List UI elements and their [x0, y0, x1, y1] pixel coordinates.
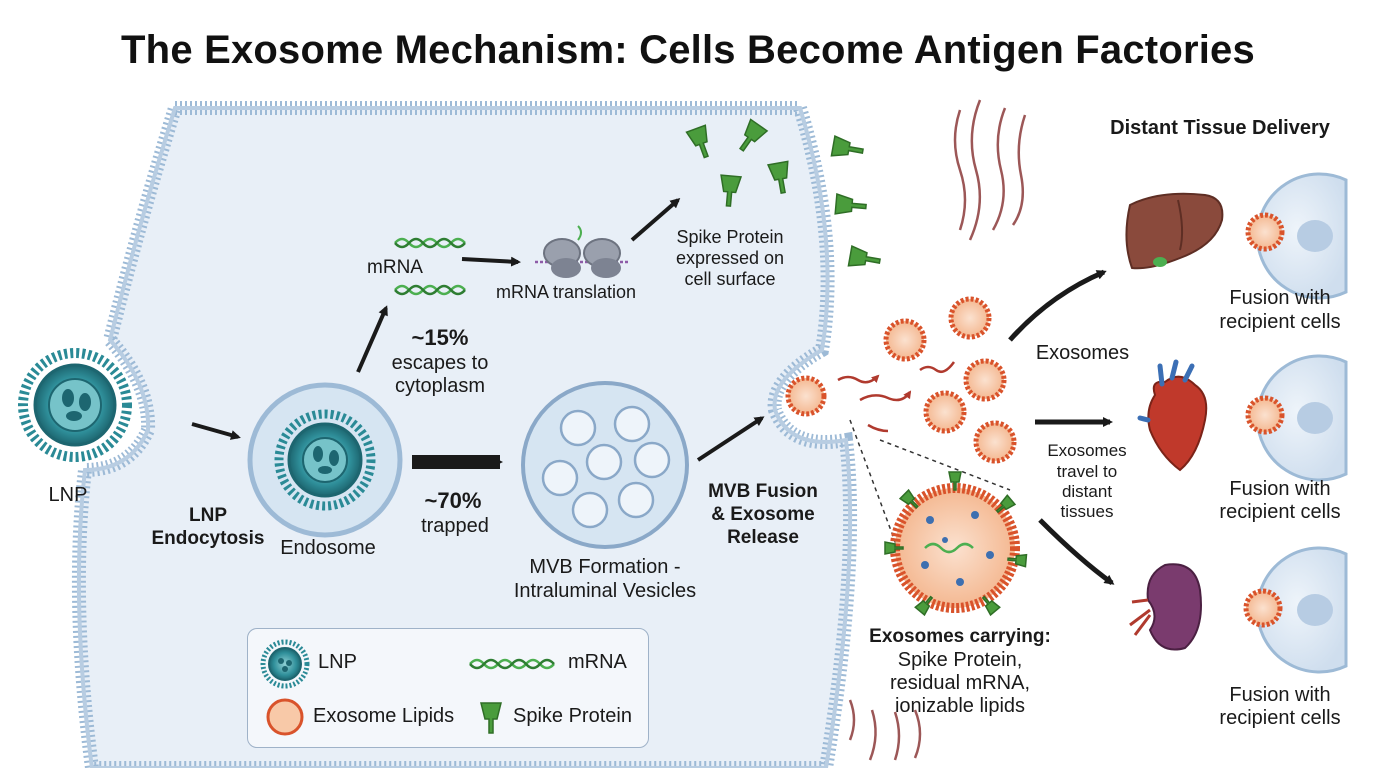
fusion-recipient-heart-line1: Fusion with — [1229, 478, 1331, 500]
fusion-label-line2: & Exosome — [711, 504, 815, 525]
mrna-label: mRNA — [367, 257, 423, 278]
fusion-recipient-kidney-line2: recipient cells — [1219, 707, 1341, 729]
spike-label-line2: expressed on — [675, 248, 785, 268]
legend-spike-protein-label: Spike Protein — [513, 705, 632, 727]
exosomes-label: Exosomes — [1035, 342, 1130, 364]
kidney-icon — [1129, 563, 1202, 651]
recipient-cells — [1243, 172, 1348, 674]
spike-proteins-surface — [830, 134, 881, 267]
spike-label-line1: Spike Protein — [676, 227, 784, 247]
legend-lnp-label: LNP — [318, 651, 357, 673]
spike-proteins-cytoplasm — [685, 118, 789, 207]
carrying-label-line3: residual mRNA, — [889, 672, 1031, 694]
fusion-recipient-heart-line2: recipient cells — [1219, 501, 1341, 523]
fusion-recipient-kidney-line1: Fusion with — [1229, 684, 1331, 706]
legend: LNP mRNA Exosome Lipids Spike Protein — [247, 628, 649, 748]
fusion-recipient-liver-line1: Fusion with — [1229, 287, 1331, 309]
legend-exosome-lipids-icon — [266, 698, 304, 736]
escape-percent: ~15% — [411, 325, 469, 350]
process-arrows — [191, 198, 1115, 586]
legend-mrna-label: mRNA — [568, 651, 627, 673]
mrna-strands — [394, 237, 466, 296]
mvb — [521, 381, 689, 549]
page-title: The Exosome Mechanism: Cells Become Anti… — [121, 28, 1255, 72]
trapped-percent: ~70% — [424, 488, 482, 513]
lnp-particle — [18, 348, 132, 462]
travel-label-line4: tissues — [1060, 502, 1114, 521]
legend-icons — [260, 639, 555, 736]
legend-exosome-lipids-label: Exosome Lipids — [313, 705, 455, 727]
escape-label-line1: escapes to — [391, 352, 489, 374]
travel-label-line1: Exosomes — [1047, 441, 1127, 460]
lnp-endocytosis-label-line1: LNP — [189, 505, 227, 526]
flow-arrows — [837, 361, 956, 433]
fusion-label-line3: Release — [727, 527, 799, 548]
distant-delivery-header: Distant Tissue Delivery — [1110, 117, 1330, 139]
released-exosomes — [883, 296, 1017, 464]
fusion-label-line1: MVB Fusion — [708, 481, 818, 502]
lnp-label: LNP — [48, 484, 88, 506]
carrying-label-line4: ionizable lipids — [894, 695, 1026, 717]
travel-label-line2: travel to — [1056, 462, 1118, 481]
lnp-endocytosis-label-line2: Endocytosis — [151, 528, 265, 549]
mvb-label-line1: MVB Formation - — [529, 556, 681, 578]
heart-icon — [1137, 359, 1208, 472]
ribosomes — [535, 225, 628, 278]
carrying-label-line2: Spike Protein, — [897, 649, 1023, 671]
spike-label-line3: cell surface — [684, 269, 776, 289]
carrying-label-line1: Exosomes carrying: — [869, 626, 1051, 647]
exosome-detail — [849, 419, 1028, 617]
mrna-translation-label: mRNA translation — [495, 282, 637, 302]
endosome — [247, 382, 403, 538]
mvb-label-line2: Intraluminal Vesicles — [513, 580, 697, 602]
legend-lnp-icon — [260, 639, 310, 689]
exosome-release-pocket — [785, 375, 827, 417]
liver-icon — [1125, 192, 1224, 270]
blood-vessels — [848, 99, 1027, 761]
escape-label-line2: cytoplasm — [394, 375, 486, 397]
legend-mrna-icon — [469, 658, 555, 670]
trapped-label: trapped — [421, 515, 489, 537]
endosome-label: Endosome — [280, 537, 376, 559]
travel-label-line3: distant — [1061, 482, 1113, 501]
legend-spike-protein-icon — [480, 702, 502, 734]
fusion-recipient-liver-line2: recipient cells — [1219, 311, 1341, 333]
